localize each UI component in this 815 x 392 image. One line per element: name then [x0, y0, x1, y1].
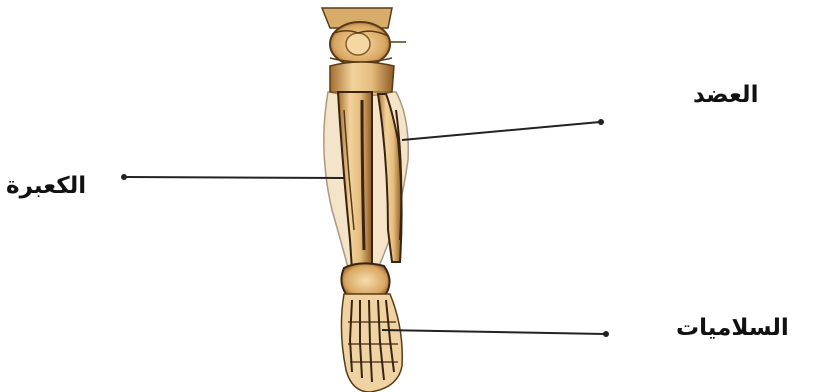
- leader-end-top-right: [598, 119, 604, 125]
- label-phalanges: السلاميات: [676, 317, 789, 340]
- tibia-head: [330, 62, 394, 96]
- leader-end-bottom-right: [603, 331, 609, 337]
- leg-illustration: [322, 8, 408, 392]
- leader-line-bottom-right: [382, 330, 605, 334]
- leader-line-left: [125, 177, 344, 178]
- leader-end-left: [121, 174, 127, 180]
- ankle-bones: [341, 263, 389, 298]
- leader-line-top-right: [402, 122, 600, 140]
- label-radius: الكعبرة: [6, 175, 86, 198]
- label-humerus: العضد: [693, 84, 758, 107]
